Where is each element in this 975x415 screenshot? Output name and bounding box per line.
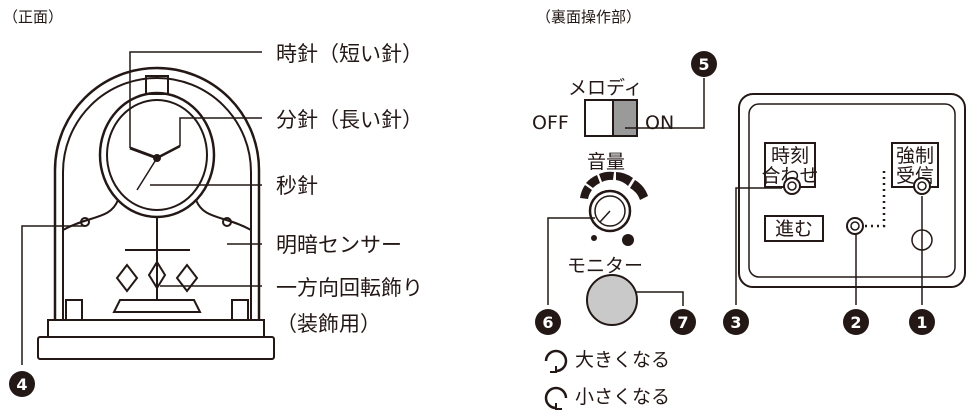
badge-1: 1 (909, 309, 935, 335)
label-on: ON (645, 112, 674, 134)
svg-text:7: 7 (677, 313, 688, 332)
minute-hand-shape (156, 144, 181, 160)
hour-hand-shape (129, 146, 158, 160)
back-leader-lines (735, 187, 923, 305)
label-melody: メロディ (568, 77, 643, 99)
ornament-left-crystal (115, 263, 139, 293)
svg-text:1: 1 (916, 313, 927, 332)
melody-switch-knob[interactable] (612, 99, 638, 137)
ornament-platform (112, 299, 202, 313)
leader-5 (625, 78, 705, 129)
label-time-set-1: 時刻 (771, 145, 809, 167)
clock-base (37, 336, 275, 360)
volume-knob[interactable] (588, 189, 632, 233)
badge-6: 6 (535, 309, 561, 335)
leader-3 (735, 187, 782, 305)
label-quieter: 小さくなる (575, 386, 670, 408)
forced-receive-button[interactable] (913, 177, 931, 195)
label-light-sensor: 明暗センサー (276, 233, 402, 257)
leader-4 (21, 225, 85, 365)
svg-text:3: 3 (730, 313, 741, 332)
label-hour-hand: 時針（短い針） (276, 42, 423, 66)
sensor-right (222, 217, 232, 227)
leader-6 (547, 217, 595, 305)
badge-7: 7 (670, 309, 696, 335)
leader-7 (635, 291, 684, 306)
badge-4: 4 (9, 371, 35, 397)
control-panel-inner (748, 103, 956, 278)
label-advance: 進む (775, 218, 813, 240)
svg-text:2: 2 (850, 313, 861, 332)
clock-inner-arch (62, 77, 252, 320)
control-panel-outer (738, 93, 966, 288)
melody-switch[interactable] (584, 99, 638, 137)
badge-5: 5 (691, 51, 717, 77)
hands-center (153, 154, 161, 162)
back-section-title: （裏面操作部） (536, 8, 641, 26)
clock-illustration (37, 66, 275, 360)
label-monitor: モニター (567, 255, 643, 277)
advance-label-box (764, 215, 824, 242)
ornament-right-crystal (175, 263, 199, 293)
label-volume: 音量 (587, 151, 625, 173)
label-minute-hand: 分針（長い針） (276, 108, 423, 132)
clock-base-upper (47, 319, 265, 338)
svg-text:4: 4 (16, 375, 27, 394)
front-leader-lines (21, 51, 262, 365)
clock-dial-inner (106, 99, 208, 211)
label-louder: 大きくなる (575, 349, 670, 371)
volume-scale (580, 171, 648, 246)
label-rotating-ornament: 一方向回転飾り (276, 276, 423, 300)
rotate-counterclockwise-icon (544, 386, 568, 410)
svg-text:5: 5 (698, 55, 709, 74)
advance-button[interactable] (846, 217, 864, 235)
right-foot (231, 299, 249, 321)
ornament-center-crystal (147, 260, 167, 290)
label-off: OFF (532, 112, 569, 134)
rotate-clockwise-icon (544, 349, 568, 373)
label-forced-1: 強制 (896, 145, 934, 167)
monitor-button[interactable] (586, 274, 638, 326)
dotted-link (865, 170, 886, 228)
second-hand-shape (136, 157, 158, 191)
label-second-hand: 秒針 (276, 174, 318, 198)
svg-text:6: 6 (542, 313, 553, 332)
left-foot (65, 299, 83, 321)
time-set-button[interactable] (783, 177, 801, 195)
front-section-title: （正面） (3, 8, 63, 26)
label-time-set-2: 合わせ (761, 165, 818, 187)
right-scroll (195, 199, 252, 231)
badge-3: 3 (723, 309, 749, 335)
leader-hour (129, 51, 262, 148)
leader-minute (179, 117, 262, 146)
label-ornament-note: （装飾用） (276, 312, 381, 336)
clock-outer-arch (53, 66, 261, 320)
badge-2: 2 (843, 309, 869, 335)
